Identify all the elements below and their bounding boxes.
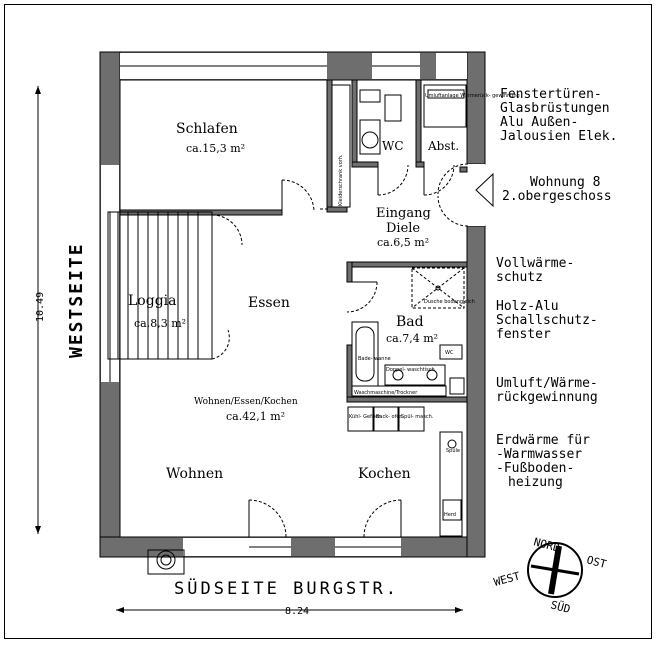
svg-text:Schallschutz-: Schallschutz- xyxy=(496,313,598,328)
dimension-width: 8.24 xyxy=(285,606,309,617)
wc-label: WC xyxy=(382,139,404,153)
room-bad: Bad xyxy=(396,314,424,330)
svg-text:Alu Außen-: Alu Außen- xyxy=(500,115,578,130)
ventilation-unit xyxy=(423,84,467,128)
room-combo-area: ca.42,1 m² xyxy=(226,410,285,423)
kitchen-sink-label: Spüle xyxy=(446,448,460,454)
feature-list: Fenstertüren- Glasbrüstungen Alu Außen- … xyxy=(496,87,617,490)
room-wohnen: Wohnen xyxy=(166,466,223,482)
room-loggia: Loggia xyxy=(128,293,176,309)
compass-icon xyxy=(527,542,583,598)
ventilation-label: Umluftanlage Wärmerück- gewinnung xyxy=(425,93,520,99)
svg-text:-Warmwasser: -Warmwasser xyxy=(496,447,582,462)
bathroom-fixtures xyxy=(351,267,465,397)
svg-text:Fenstertüren-: Fenstertüren- xyxy=(500,87,602,102)
page-frame xyxy=(4,4,652,639)
svg-text:Erdwärme für: Erdwärme für xyxy=(496,433,590,448)
room-eingang: Eingang xyxy=(376,206,431,221)
svg-text:Holz-Alu: Holz-Alu xyxy=(496,299,559,314)
svg-text:heizung: heizung xyxy=(508,475,563,490)
svg-text:Umluft/Wärme-: Umluft/Wärme- xyxy=(496,376,598,391)
planter xyxy=(147,549,185,575)
svg-text:schutz: schutz xyxy=(496,270,543,285)
door-swings xyxy=(248,163,469,538)
svg-text:Glasbrüstungen: Glasbrüstungen xyxy=(500,101,610,116)
abst-label: Abst. xyxy=(427,139,459,153)
compass-south: SÜD xyxy=(549,598,572,616)
wardrobe-label: Kleiderschrank vorh. xyxy=(338,154,344,206)
room-essen: Essen xyxy=(248,295,290,311)
room-eingang-area: ca.6,5 m² xyxy=(377,236,429,249)
svg-text:Jalousien Elek.: Jalousien Elek. xyxy=(500,129,617,144)
windows xyxy=(101,53,485,556)
room-kochen: Kochen xyxy=(358,466,411,482)
room-schlafen: Schlafen xyxy=(176,121,238,137)
room-wohnen-essen-kochen: Wohnen/Essen/Kochen xyxy=(194,397,298,407)
dishwasher-label: Spül- masch. xyxy=(401,414,434,420)
svg-text:-Fußboden-: -Fußboden- xyxy=(496,461,574,476)
room-schlafen-area: ca.15,3 m² xyxy=(186,142,245,155)
compass-north: NORD xyxy=(532,535,561,554)
side-south: SÜDSEITE BURGSTR. xyxy=(174,577,399,599)
side-west: WESTSEITE xyxy=(66,242,87,358)
svg-text:Vollwärme-: Vollwärme- xyxy=(496,256,574,271)
stove-label: Herd xyxy=(444,512,456,518)
svg-text:fenster: fenster xyxy=(496,327,551,342)
bathtub-label: Bade- wanne xyxy=(358,356,391,362)
apartment-line2: 2.obergeschoss xyxy=(502,189,612,204)
room-bad-area: ca.7,4 m² xyxy=(386,332,438,345)
dimension-lines xyxy=(35,86,463,613)
compass-west: WEST xyxy=(492,569,521,589)
room-diele: Diele xyxy=(386,221,420,236)
kitchen-units xyxy=(347,406,463,537)
room-loggia-area: ca.8,3 m² xyxy=(134,317,186,330)
fridge-label: Kühl- Gefrier xyxy=(349,414,381,420)
washer-label: Waschmaschine/Trockner xyxy=(354,390,418,396)
sink-label: Doppel- waschtisch xyxy=(386,367,435,373)
svg-text:rückgewinnung: rückgewinnung xyxy=(496,390,598,405)
loggia-deck xyxy=(107,211,213,360)
shower-label: Dusche bodengleich xyxy=(424,299,475,305)
apartment-line1: Wohnung 8 xyxy=(530,175,600,190)
dimension-height: 10.49 xyxy=(35,292,46,322)
bath-wc-label: WC xyxy=(445,350,454,356)
wc-fixtures xyxy=(359,89,402,155)
wardrobe xyxy=(331,84,351,208)
entry-arrow xyxy=(475,172,494,208)
compass-east: OST xyxy=(585,553,608,571)
oven-label: Back- ofen xyxy=(376,414,403,420)
